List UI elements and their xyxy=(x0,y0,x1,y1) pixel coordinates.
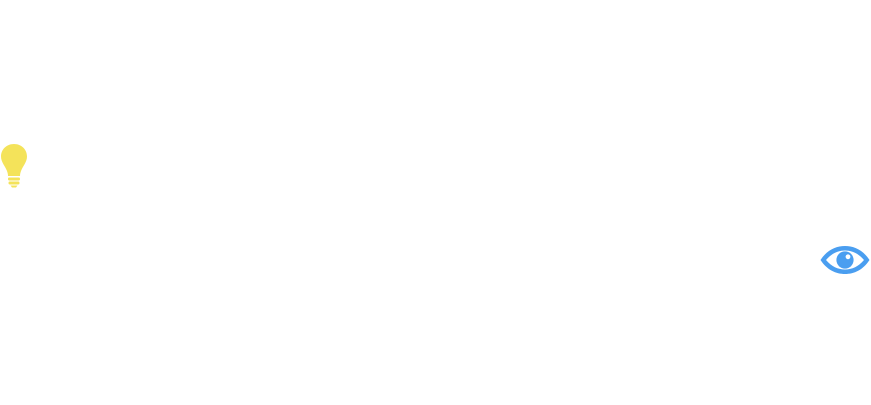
eye-iris xyxy=(836,251,854,269)
eye-highlight xyxy=(845,254,851,260)
bulb-base-ring xyxy=(8,177,20,181)
bulb-glass xyxy=(1,144,27,176)
bulb-tip xyxy=(10,185,18,188)
bulb-base-ring xyxy=(8,181,20,185)
eye-icon[interactable] xyxy=(819,245,871,275)
lightbulb-icon[interactable] xyxy=(0,143,28,188)
